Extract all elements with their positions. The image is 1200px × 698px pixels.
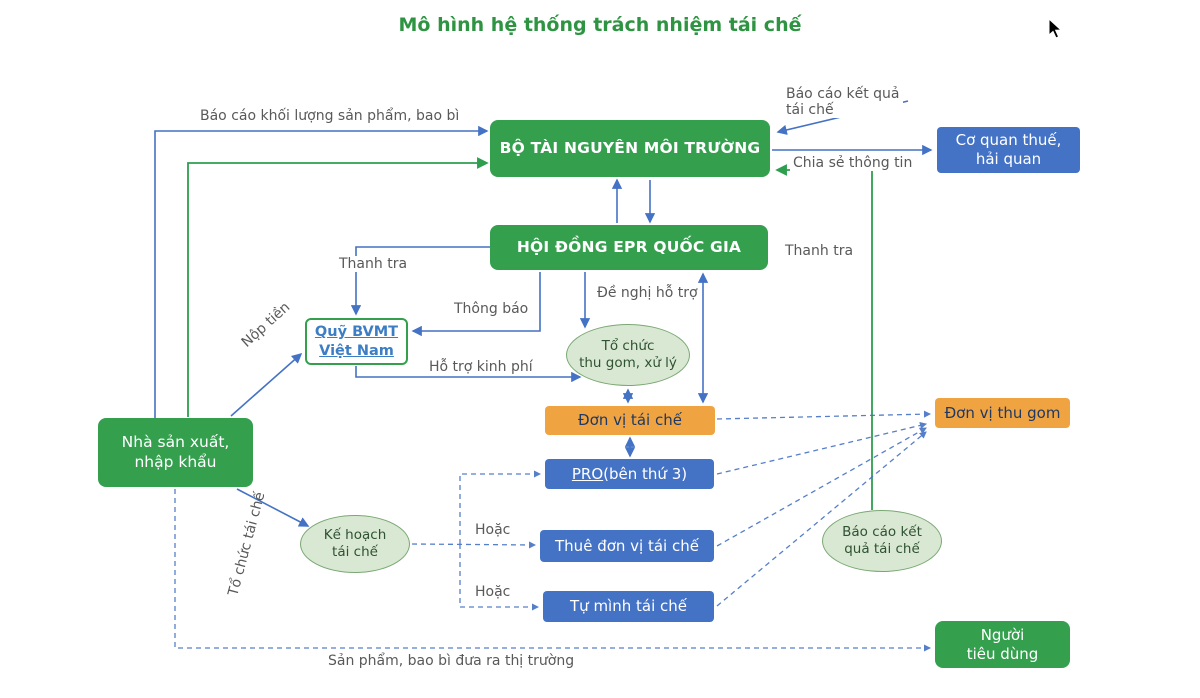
label-share-info: Chia sẻ thông tin — [790, 155, 916, 172]
label-inspect-left: Thanh tra — [336, 256, 411, 273]
page-title: Mô hình hệ thống trách nhiệm tái chế — [398, 14, 802, 36]
node-epr-council: HỘI ĐỒNG EPR QUỐC GIA — [490, 225, 768, 270]
pro-link[interactable]: PRO — [571, 464, 604, 483]
arrow-producer-ministry-green — [187, 157, 489, 417]
label-report-results-top: Báo cáo kết quả tái chế — [783, 86, 903, 119]
node-ministry: BỘ TÀI NGUYÊN MÔI TRƯỜNG — [490, 120, 770, 177]
node-recycler: Đơn vị tái chế — [545, 406, 715, 435]
node-report-results: Báo cáo kết quả tái chế — [822, 510, 942, 572]
node-collection-org: Tổ chức thu gom, xử lý — [566, 324, 690, 386]
label-request-support: Đề nghị hỗ trợ — [594, 285, 701, 302]
node-recycling-plan: Kế hoạch tái chế — [300, 515, 410, 573]
label-report-volume: Báo cáo khối lượng sản phẩm, bao bì — [197, 108, 463, 125]
label-or-2: Hoặc — [472, 584, 514, 601]
label-fund-support: Hỗ trợ kinh phí — [426, 359, 536, 376]
dash-pro-collector — [716, 421, 928, 475]
label-notify: Thông báo — [451, 301, 532, 318]
node-tax-customs: Cơ quan thuế, hải quan — [937, 127, 1080, 173]
arrow-results-to-ministry — [775, 164, 873, 510]
dash-plan-hire — [411, 541, 537, 549]
node-pro: PRO (bên thứ 3) — [545, 459, 714, 489]
mouse-cursor-icon — [1048, 18, 1063, 39]
pro-label-rest: (bên thứ 3) — [603, 464, 688, 483]
node-collector: Đơn vị thu gom — [935, 398, 1070, 428]
label-or-1: Hoặc — [472, 522, 514, 539]
label-products-to-market: Sản phẩm, bao bì đưa ra thị trường — [325, 653, 578, 670]
arrow-pay-money — [230, 352, 303, 417]
dash-recycler-collector — [716, 410, 932, 420]
label-inspect-right: Thanh tra — [782, 243, 857, 260]
label-pay-money: Nộp tiền — [238, 299, 294, 351]
green-arrows — [187, 157, 873, 510]
label-organize-recycling: Tổ chức tái chế — [225, 490, 269, 598]
node-epf-link[interactable]: Quỹ BVMT Việt Nam — [305, 318, 408, 365]
node-producer: Nhà sản xuất, nhập khẩu — [98, 418, 253, 487]
node-consumer: Người tiêu dùng — [935, 621, 1070, 668]
dash-products-to-market — [174, 489, 932, 652]
node-hire-recycler: Thuê đơn vị tái chế — [540, 530, 714, 562]
node-self-recycle: Tự mình tái chế — [543, 591, 714, 622]
